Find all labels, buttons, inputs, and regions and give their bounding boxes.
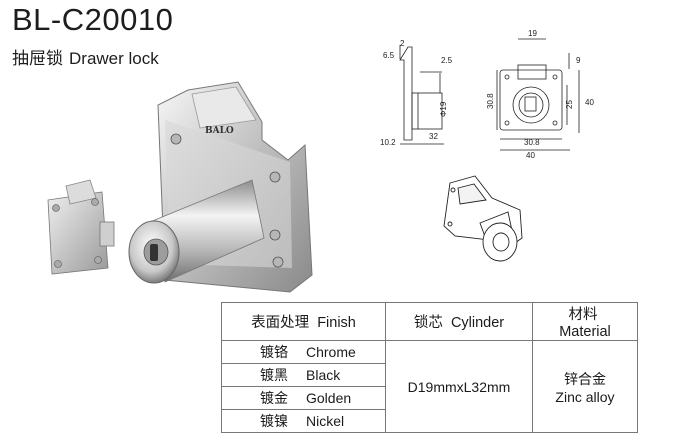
header-cylinder: 锁芯 Cylinder <box>385 302 533 341</box>
product-photo: BALO <box>47 81 313 293</box>
header-material: 材料 Material <box>532 302 638 341</box>
spec-table: 表面处理 Finish 锁芯 Cylinder 材料 Material 镀铬 Ch… <box>221 302 638 433</box>
dim-40-h: 40 <box>526 151 535 160</box>
header-finish-en: Finish <box>317 315 356 331</box>
finish-en: Chrome <box>306 344 356 360</box>
technical-drawing: 2 6.5 2.5 Φ19 10.2 32 19 9 30.8 25 40 30… <box>380 29 594 160</box>
finish-cn: 镀铬 <box>260 344 288 360</box>
cylinder-cell: D19mmxL32mm <box>385 340 533 433</box>
finish-en: Nickel <box>306 413 345 429</box>
header-finish-cn: 表面处理 <box>251 315 310 331</box>
dim-40-v: 40 <box>585 98 594 107</box>
table-row: 镀金 Golden <box>221 386 638 410</box>
finish-en: Black <box>306 367 341 383</box>
front-view <box>496 38 580 151</box>
dim-32: 32 <box>429 132 438 141</box>
material-en: Zinc alloy <box>555 388 615 405</box>
subtitle-cn: 抽屉锁 <box>12 49 63 68</box>
dim-25: 25 <box>565 100 574 109</box>
side-view <box>399 45 444 145</box>
finish-cn: 镀金 <box>260 390 288 406</box>
dim-9: 9 <box>576 56 581 65</box>
dim-2: 2 <box>400 39 405 48</box>
finish-cn: 镀黑 <box>260 367 288 383</box>
header-cylinder-cn: 锁芯 <box>413 315 443 331</box>
table-row: 镀铬 Chrome D19mmxL32mm 锌合金 Zinc alloy <box>221 340 638 433</box>
table-row: 镀镍 Nickel <box>221 409 638 433</box>
dim-10-2: 10.2 <box>380 138 396 147</box>
strike-plate <box>47 179 115 275</box>
material-cn: 锌合金 <box>564 370 606 387</box>
table-header-row: 表面处理 Finish 锁芯 Cylinder 材料 Material <box>221 302 638 341</box>
lock-cylinder <box>128 179 265 284</box>
header-finish: 表面处理 Finish <box>221 302 386 341</box>
dim-6-5: 6.5 <box>383 51 395 60</box>
dim-dia-19: Φ19 <box>439 101 448 117</box>
finish-cell: 镀镍 Nickel <box>221 409 386 433</box>
finish-cell: 镀铬 Chrome <box>221 340 386 364</box>
subtitle-en: Drawer lock <box>69 49 159 68</box>
dim-30-8-v: 30.8 <box>486 93 495 109</box>
finish-en: Golden <box>306 390 352 406</box>
product-subtitle: 抽屉锁 Drawer lock <box>12 44 159 69</box>
product-title: BL-C20010 <box>12 2 174 37</box>
material-cell: 锌合金 Zinc alloy <box>532 340 638 433</box>
isometric-drawing <box>443 175 523 262</box>
dim-30-8-h: 30.8 <box>524 138 540 147</box>
header-material-en: Material <box>559 324 611 340</box>
dim-2-5: 2.5 <box>441 56 453 65</box>
header-cylinder-en: Cylinder <box>450 315 505 331</box>
finish-cell: 镀金 Golden <box>221 386 386 410</box>
finish-cn: 镀镍 <box>260 413 288 429</box>
brand-label: BALO <box>205 126 234 136</box>
header-material-cn: 材料 <box>568 307 598 323</box>
finish-cell: 镀黑 Black <box>221 363 386 387</box>
dim-19: 19 <box>528 29 537 38</box>
